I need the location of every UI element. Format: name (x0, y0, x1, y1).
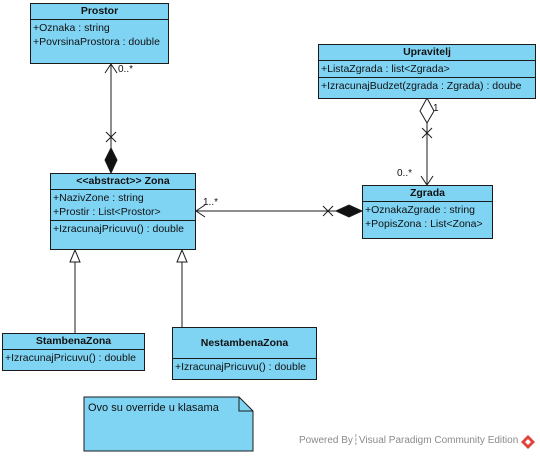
class-stambena-zona[interactable]: StambenaZona +IzracunajPricuvu() : doubl… (2, 333, 145, 371)
class-name: Zgrada (363, 186, 492, 202)
operation: +IzracunajPricuvu() : double (5, 352, 137, 364)
attributes-section: +ListaZgrada : list<Zgrada> (319, 61, 535, 78)
attribute: +NazivZone : string (53, 192, 144, 204)
operation: +IzracunajPricuvu() : double (175, 361, 307, 373)
attribute: +PovrsinaProstora : double (33, 36, 160, 48)
class-name: Prostor (31, 4, 168, 20)
operations-section: +IzracunajPricuvu() : double (173, 359, 316, 375)
operations-section: +IzracunajPricuvu() : double (3, 350, 144, 366)
operations-section: +IzracunajPricuvu() : double (51, 221, 195, 237)
class-nestambena-zona[interactable]: NestambenaZona +IzracunajPricuvu() : dou… (172, 327, 317, 380)
operation: +IzracunajBudzet(zgrada : Zgrada) : doub… (321, 80, 522, 92)
attribute: +Prostir : List<Prostor> (53, 206, 161, 218)
attribute: +Oznaka : string (33, 22, 110, 34)
class-zgrada[interactable]: Zgrada +OznakaZgrade : string +PopisZona… (362, 185, 493, 239)
prostor-zona-composition[interactable] (104, 63, 118, 175)
multiplicity-zgrada-bottom: 0..* (397, 168, 413, 179)
class-prostor[interactable]: Prostor +Oznaka : string +PovrsinaProsto… (30, 3, 169, 64)
stambena-generalization[interactable] (69, 248, 81, 333)
multiplicity-prostor-zona: 0..* (118, 64, 134, 75)
multiplicity-upravitelj-top: 1 (433, 103, 439, 114)
operations-section: +IzracunajBudzet(zgrada : Zgrada) : doub… (319, 78, 535, 94)
note-shape[interactable] (83, 396, 254, 452)
operation: +IzracunajPricuvu() : double (53, 223, 185, 235)
class-name: StambenaZona (3, 334, 144, 350)
attributes-section: +OznakaZgrade : string +PopisZona : List… (363, 202, 492, 232)
upravitelj-zgrada-aggregation[interactable] (419, 96, 435, 186)
attributes-section: +NazivZone : string +Prostir : List<Pros… (51, 190, 195, 221)
class-zona[interactable]: <<abstract>> Zona +NazivZone : string +P… (50, 173, 196, 250)
nestambena-generalization[interactable] (176, 248, 188, 327)
class-name: Upravitelj (319, 45, 535, 61)
multiplicity-zona-zgrada: 1..* (203, 197, 219, 208)
class-name: NestambenaZona (173, 328, 316, 359)
class-upravitelj[interactable]: Upravitelj +ListaZgrada : list<Zgrada> +… (318, 44, 536, 99)
zona-zgrada-composition[interactable] (195, 204, 364, 218)
note-text: Ovo su override u klasama (88, 402, 219, 414)
powered-by-label: Powered By┆Visual Paradigm Community Edi… (299, 435, 519, 446)
visual-paradigm-logo-icon (521, 435, 535, 449)
attributes-section: +Oznaka : string +PovrsinaProstora : dou… (31, 20, 168, 50)
class-name: <<abstract>> Zona (51, 174, 195, 190)
attribute: +OznakaZgrade : string (365, 204, 476, 216)
attribute: +PopisZona : List<Zona> (365, 218, 483, 230)
attribute: +ListaZgrada : list<Zgrada> (321, 63, 450, 75)
